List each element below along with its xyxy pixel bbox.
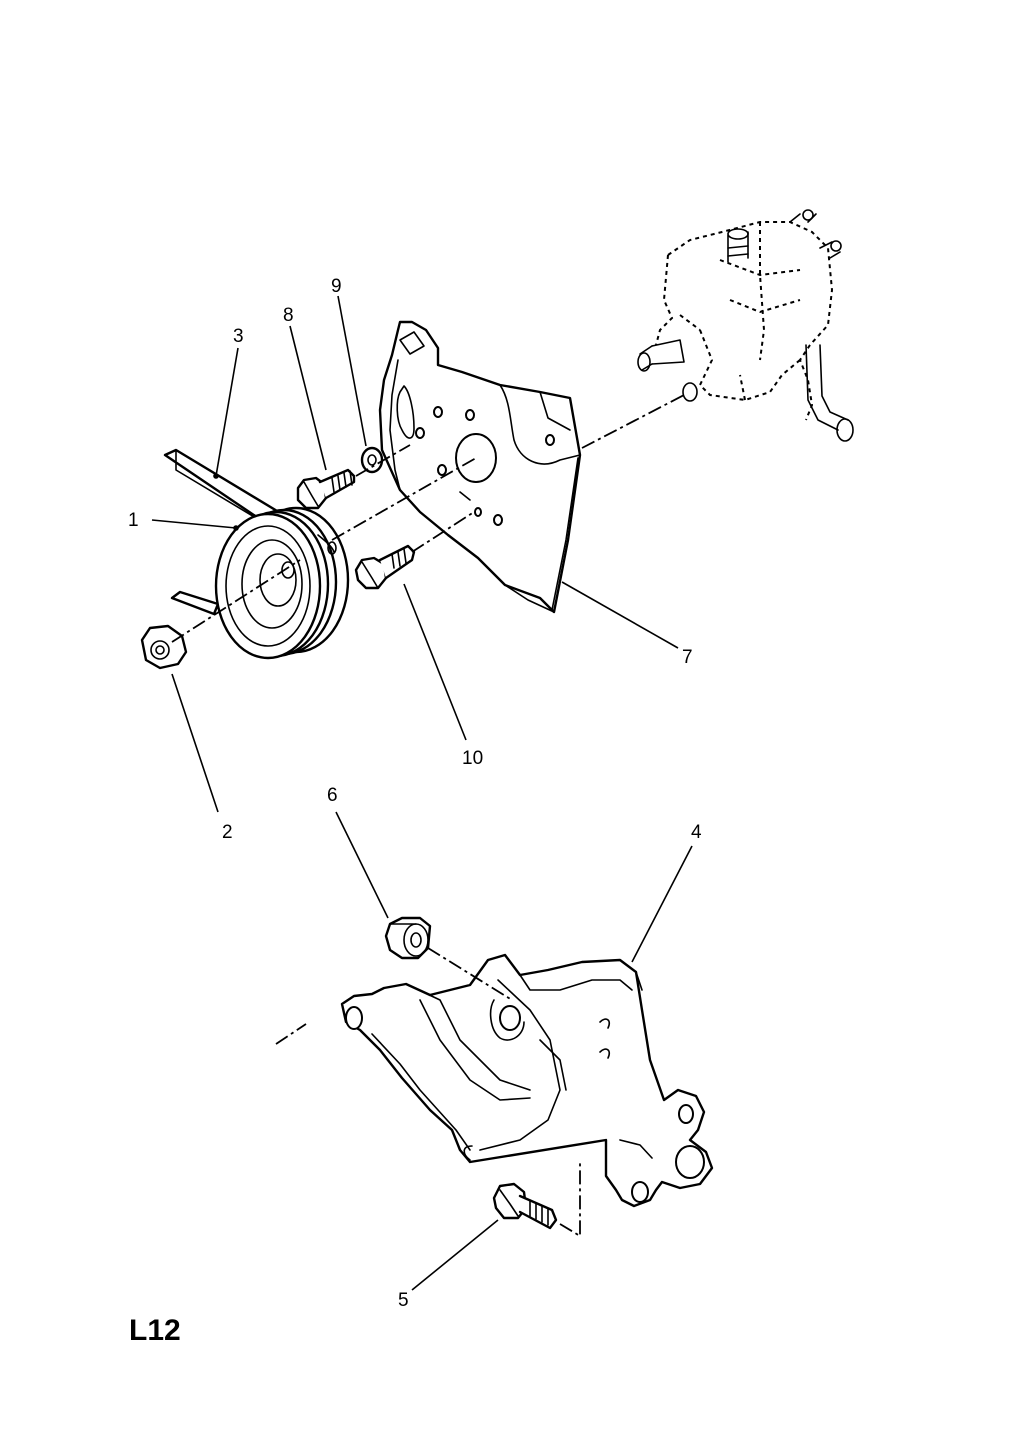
callout-6: 6 — [327, 785, 338, 806]
page-code: L12 — [129, 1314, 181, 1347]
pump-studs — [637, 209, 842, 402]
flange-nut — [140, 624, 188, 670]
assembly-axes-bottom — [275, 947, 581, 1238]
callout-9: 9 — [331, 276, 342, 297]
pump-outlet-pipe — [805, 344, 854, 442]
callout-1: 1 — [128, 510, 139, 531]
bolt-10 — [354, 544, 416, 590]
assembly-axes-top — [171, 394, 685, 643]
callout-8: 8 — [283, 305, 294, 326]
pump-hidden-outline — [655, 221, 834, 421]
callout-4: 4 — [691, 822, 702, 843]
callout-10: 10 — [462, 748, 483, 769]
washer-9 — [360, 446, 384, 474]
callout-7: 7 — [682, 647, 693, 668]
bolt-5 — [492, 1182, 558, 1230]
rubber-bush — [384, 916, 432, 960]
callouts: 1 2 3 4 5 6 7 8 9 10 — [128, 276, 702, 1311]
pulley — [214, 506, 350, 660]
lower-bracket — [340, 953, 714, 1208]
mounting-plate — [378, 320, 582, 614]
callout-2: 2 — [222, 822, 233, 843]
callout-3: 3 — [233, 326, 244, 347]
leader-lines — [151, 295, 693, 1291]
callout-5: 5 — [398, 1290, 409, 1311]
bolt-8 — [296, 468, 356, 510]
